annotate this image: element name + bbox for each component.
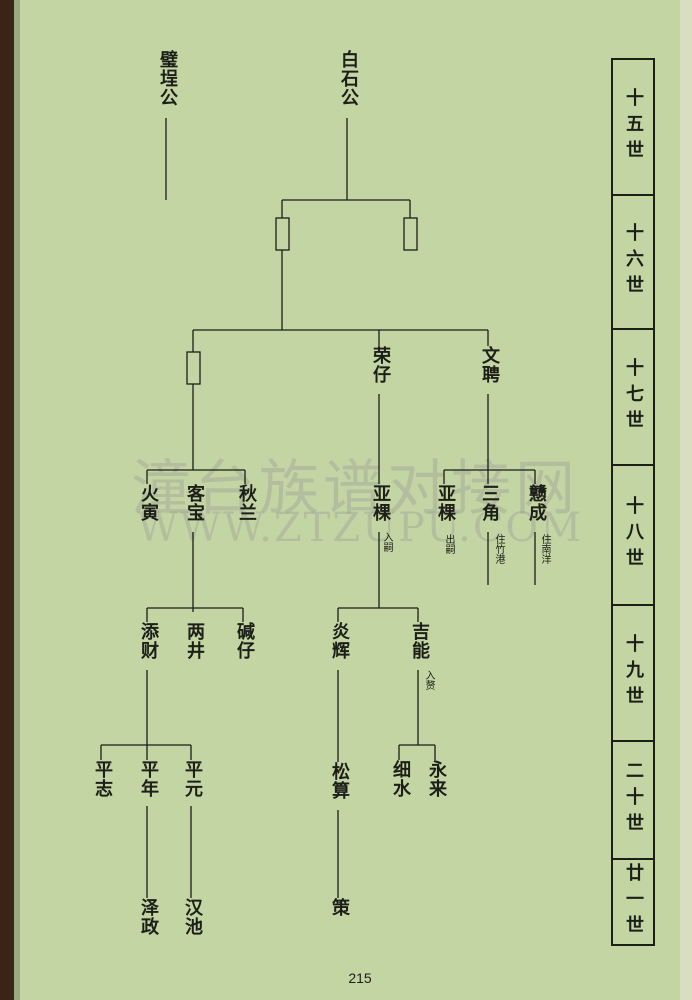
person-pingzhi: 平志 [92, 760, 113, 798]
page-number: 215 [348, 970, 372, 986]
generation-label: 十九世 [623, 634, 644, 712]
note-yake-adopted-out: 出嗣 [443, 534, 454, 554]
person-yake-adopted-in: 亚棵 [370, 484, 391, 522]
placeholder-box-gen16-right [403, 217, 418, 251]
generation-cell: 廿一世 [613, 860, 653, 944]
person-jianzai: 碱仔 [234, 622, 255, 660]
generation-cell: 十五世 [613, 60, 653, 196]
person-yake-adopted-out: 亚棵 [435, 484, 456, 522]
person-yanhui: 炎辉 [329, 622, 350, 660]
person-qiulan: 秋兰 [236, 484, 257, 522]
note-jineng: 入赘 [423, 670, 434, 690]
generation-label: 十五世 [623, 88, 644, 166]
person-kebao: 客宝 [184, 484, 205, 522]
person-zezheng: 泽政 [138, 898, 159, 936]
person-wenpin: 文聘 [479, 346, 500, 384]
note-sanjiao: 住竹港 [493, 534, 504, 564]
person-sanjiao: 三角 [479, 484, 500, 522]
placeholder-box-gen17 [186, 351, 201, 385]
book-gutter-shadow [14, 0, 20, 1000]
person-hanchi: 汉池 [182, 898, 203, 936]
person-huoyin: 火寅 [138, 484, 159, 522]
person-pingnian: 平年 [138, 760, 159, 798]
watermark-text: 潼台族谱对接网 [131, 454, 579, 524]
generation-cell: 十九世 [613, 606, 653, 742]
generation-label: 二十世 [623, 761, 644, 839]
person-bishenggong: 璧埕公 [157, 50, 178, 107]
generation-label: 十六世 [623, 223, 644, 301]
generation-cell: 十六世 [613, 196, 653, 330]
person-jineng: 吉能 [409, 622, 430, 660]
person-yonglai: 永来 [426, 760, 447, 798]
generation-cell: 十七世 [613, 330, 653, 466]
generation-cell: 二十世 [613, 742, 653, 860]
generation-column: 十五世 十六世 十七世 十八世 十九世 二十世 廿一世 [611, 58, 655, 946]
generation-label: 十七世 [623, 358, 644, 436]
book-right-edge [680, 0, 692, 1000]
generation-cell: 十八世 [613, 466, 653, 606]
person-baishigong: 白石公 [338, 50, 359, 107]
note-yicheng: 住南洋 [539, 534, 550, 564]
person-tiancai: 添财 [138, 622, 159, 660]
generation-label: 廿一世 [623, 863, 644, 941]
placeholder-box-gen16-left [275, 217, 290, 251]
person-songsuan: 松算 [329, 762, 350, 800]
note-yake-adopted-in: 入嗣 [381, 532, 392, 552]
watermark-url: WWW.ZTZUPU.COM [136, 505, 584, 551]
person-rongzai: 荣仔 [370, 346, 391, 384]
person-xishui: 细水 [390, 760, 411, 798]
person-yicheng: 戆成 [526, 484, 547, 522]
person-ce: 策 [329, 898, 350, 917]
generation-label: 十八世 [623, 496, 644, 574]
book-left-edge [0, 0, 14, 1000]
person-liangjing: 两井 [184, 622, 205, 660]
person-pingyuan: 平元 [182, 760, 203, 798]
